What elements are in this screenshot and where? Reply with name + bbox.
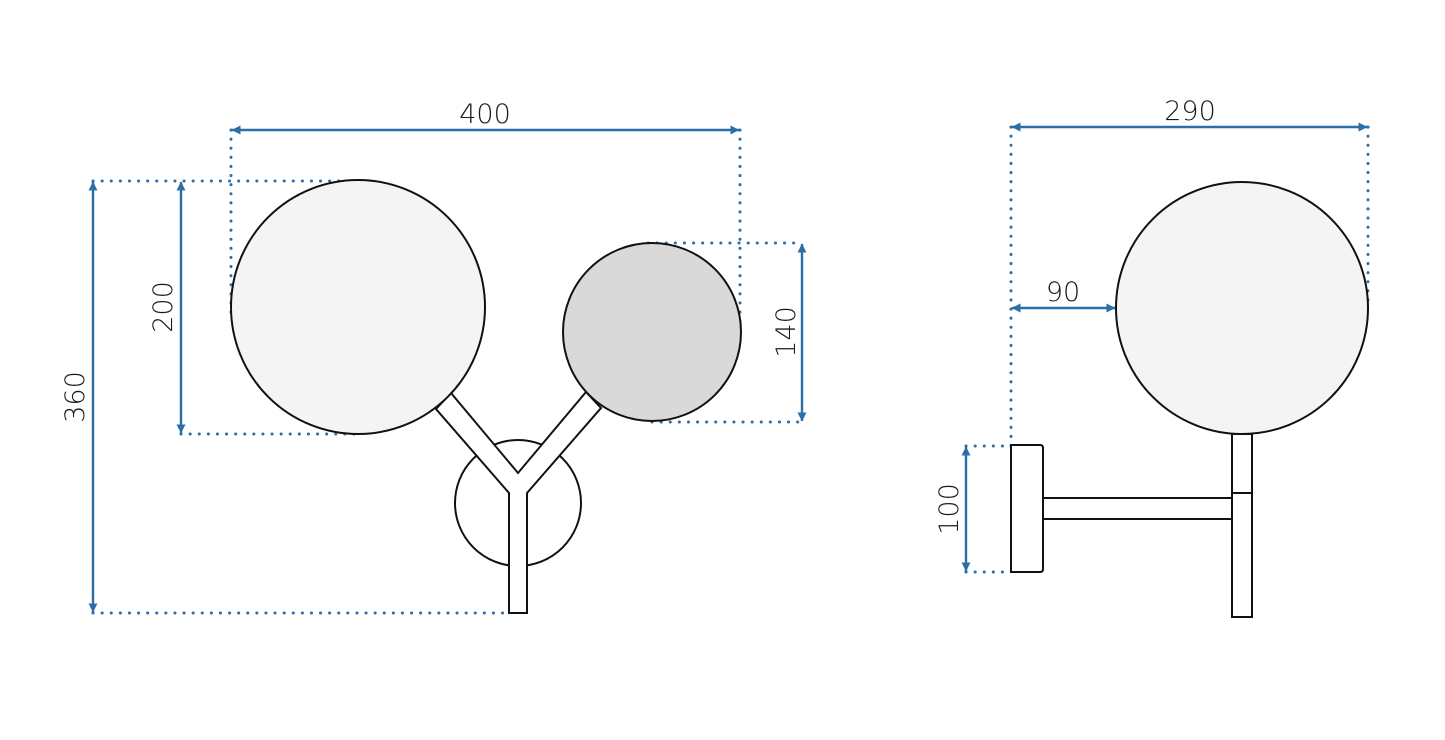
side-view: 290 90 100	[934, 96, 1370, 618]
wall-plate-label: 100	[934, 483, 965, 535]
wall-to-globe-label: 90	[1046, 277, 1080, 308]
horizontal-arm	[1042, 497, 1233, 520]
side-extension-lines	[964, 125, 1370, 574]
vertical-stem	[1231, 433, 1253, 618]
large-globe	[230, 179, 486, 435]
small-globe	[562, 242, 742, 422]
width-label: 400	[459, 99, 511, 130]
large-globe-label: 200	[148, 281, 179, 333]
wall-plate	[1010, 444, 1044, 573]
small-globe-label: 140	[771, 306, 802, 358]
y-shaped-arm	[434, 390, 603, 614]
total-height-label: 360	[60, 371, 91, 423]
depth-label: 290	[1164, 96, 1216, 127]
front-extension-lines	[91, 128, 804, 615]
front-view: 400 360 200 140	[60, 99, 807, 615]
side-globe	[1115, 181, 1369, 435]
